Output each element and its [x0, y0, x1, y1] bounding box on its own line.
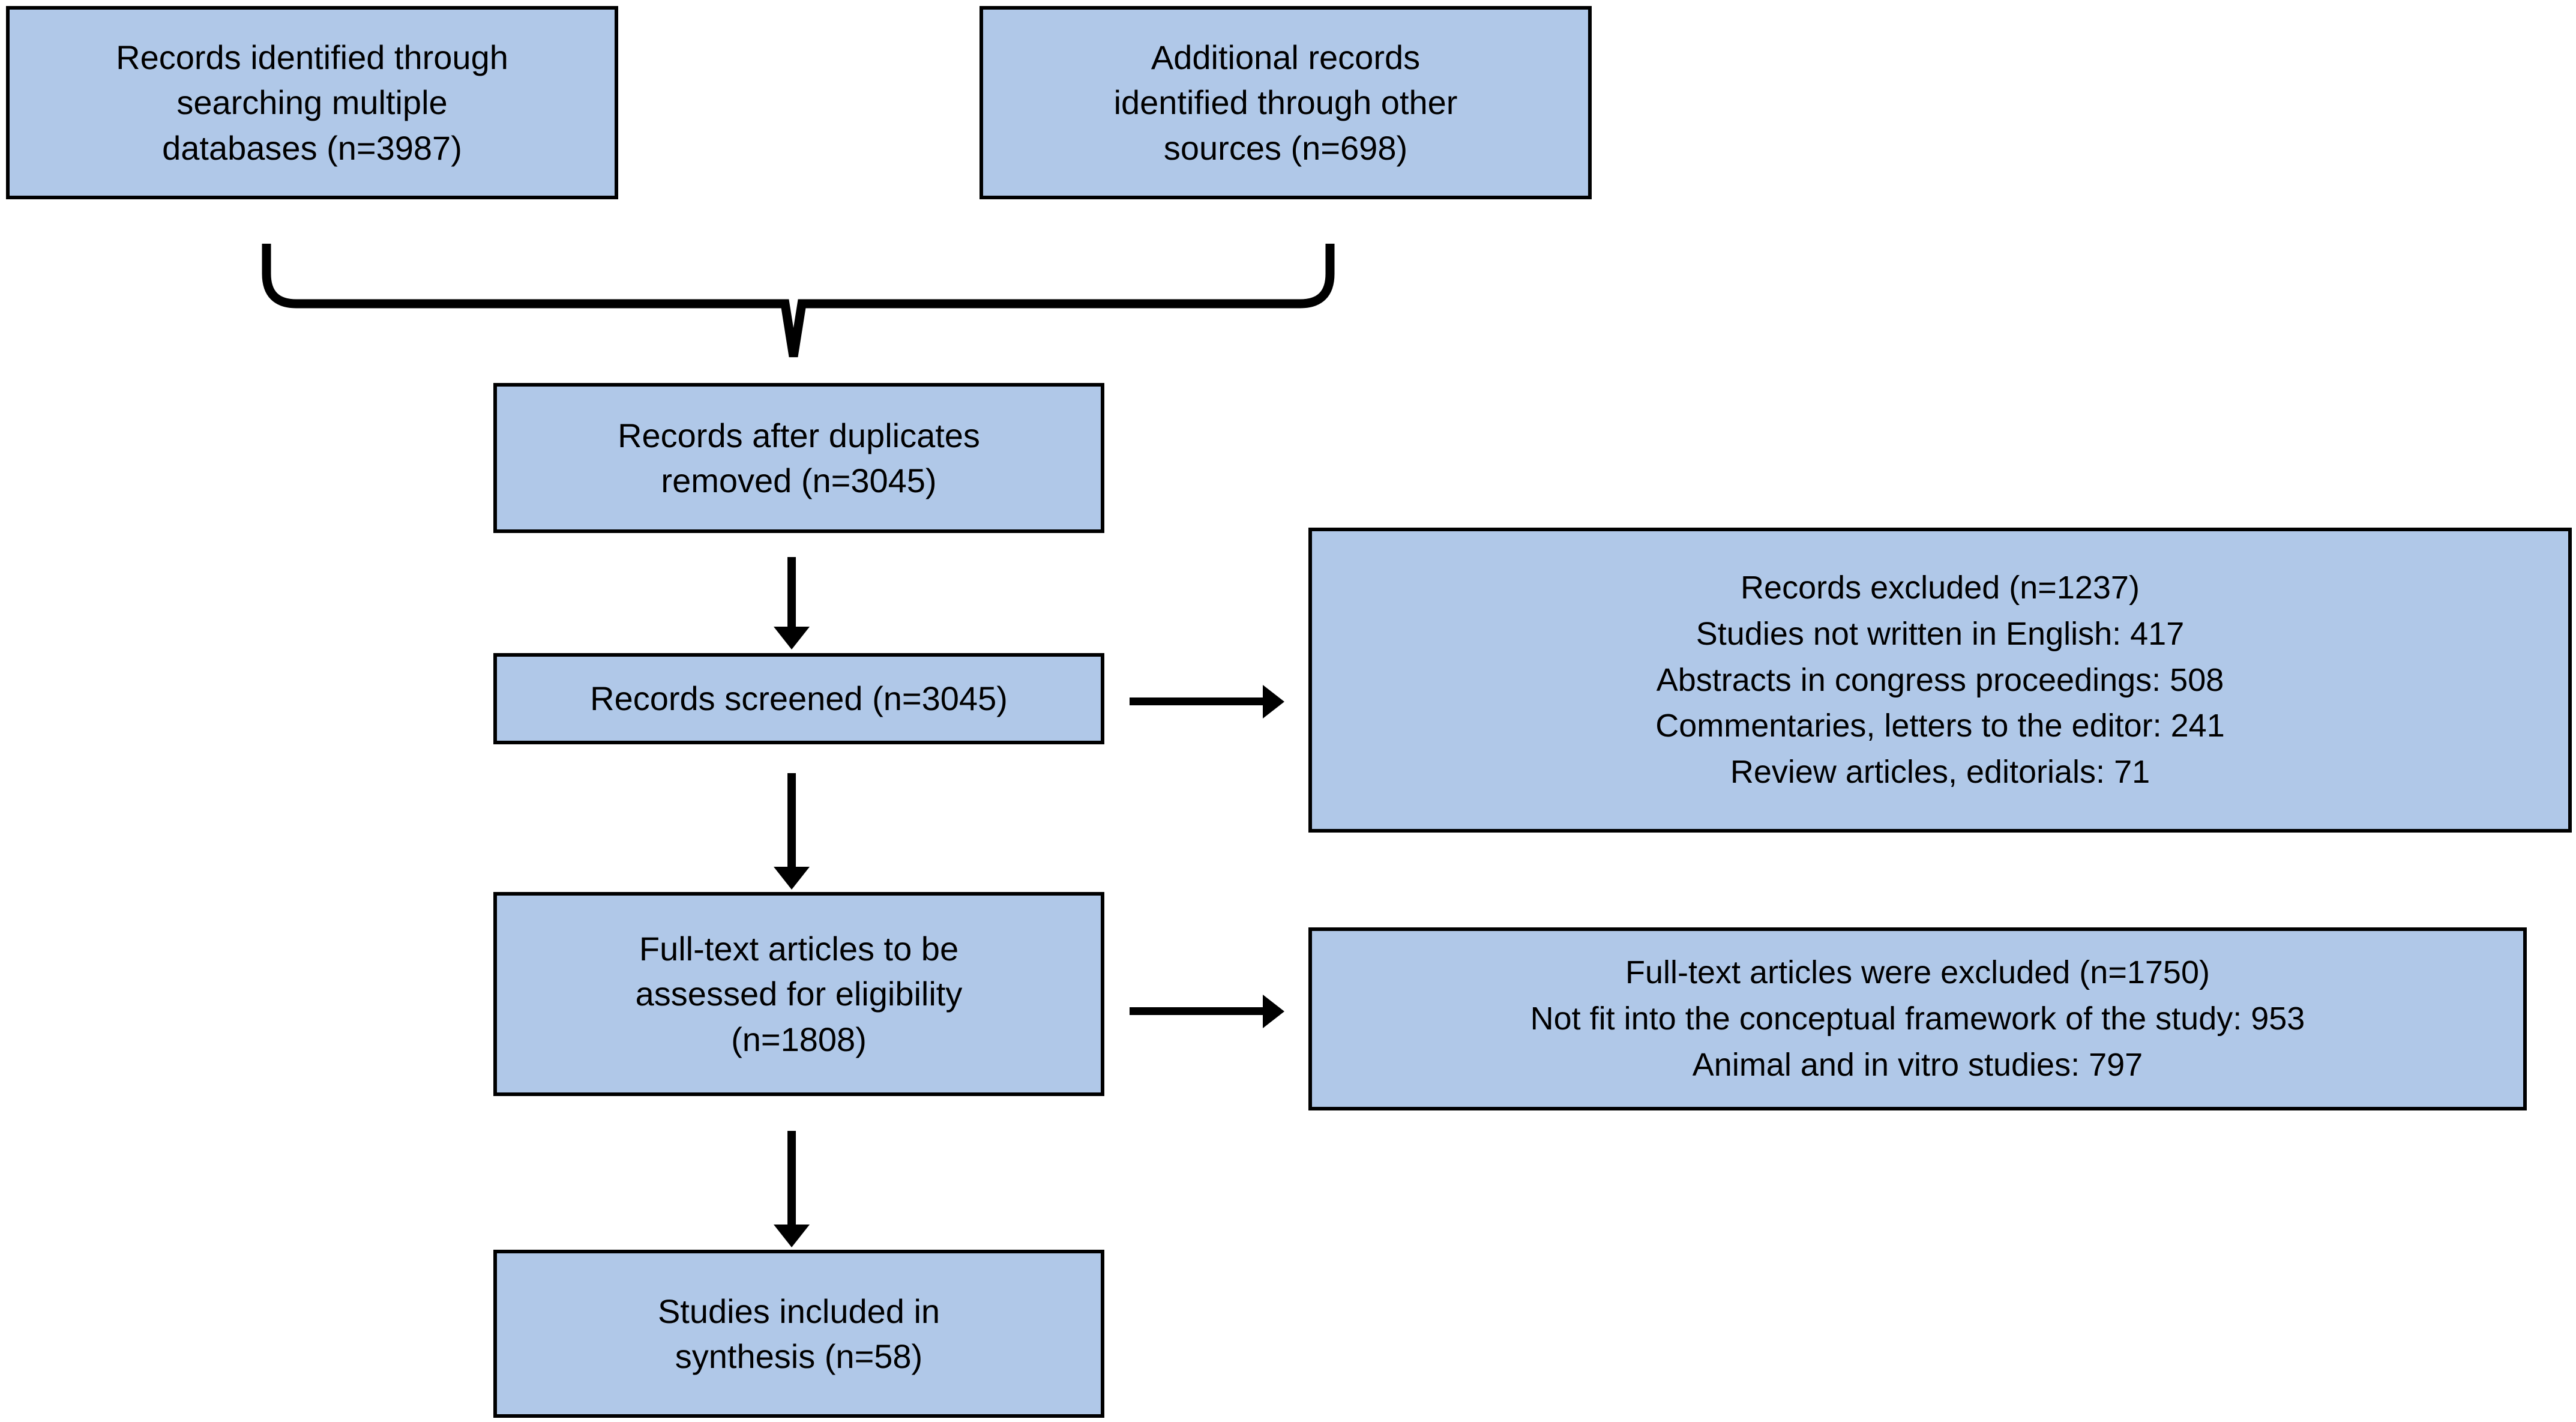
box-line: assessed for eligibility: [635, 975, 963, 1013]
box-additional-records-other-sources: Additional records identified through ot…: [980, 6, 1592, 199]
box-records-after-duplicates-removed: Records after duplicates removed (n=3045…: [493, 383, 1104, 533]
merge-brace-connector: [262, 244, 1335, 358]
arrow-duplicates-to-screened: [787, 557, 796, 628]
box-line: removed (n=3045): [661, 462, 937, 499]
box-records-excluded: Records excluded (n=1237) Studies not wr…: [1308, 528, 2572, 833]
box-line: databases (n=3987): [162, 128, 462, 167]
box-line: Review articles, editorials: 71: [1730, 754, 2150, 790]
box-line: Records screened (n=3045): [590, 679, 1008, 718]
box-line: Records excluded (n=1237): [1741, 570, 2140, 606]
box-line: Full-text articles to be: [639, 930, 959, 968]
box-line: identified through other: [1113, 83, 1458, 122]
arrow-fulltext-to-fulltext-excluded: [1130, 1007, 1264, 1015]
box-fulltext-articles-excluded: Full-text articles were excluded (n=1750…: [1308, 927, 2527, 1110]
box-fulltext-articles-assessed: Full-text articles to be assessed for el…: [493, 892, 1104, 1096]
box-line: synthesis (n=58): [675, 1337, 923, 1375]
arrow-fulltext-to-included: [787, 1131, 796, 1226]
box-line: Not fit into the conceptual framework of…: [1530, 1001, 2305, 1037]
box-line: sources (n=698): [1163, 128, 1408, 167]
box-line: Additional records: [1151, 38, 1421, 77]
box-records-identified-databases: Records identified through searching mul…: [6, 6, 618, 199]
box-line: Commentaries, letters to the editor: 241: [1655, 708, 2225, 744]
box-line: (n=1808): [731, 1020, 867, 1058]
box-line: Full-text articles were excluded (n=1750…: [1625, 954, 2210, 991]
box-line: Records identified through: [116, 38, 508, 77]
arrow-screened-to-fulltext: [787, 773, 796, 868]
box-line: Records after duplicates: [618, 416, 980, 454]
box-line: Animal and in vitro studies: 797: [1692, 1046, 2143, 1083]
box-line: Studies not written in English: 417: [1696, 615, 2185, 652]
box-line: Studies included in: [657, 1292, 940, 1330]
box-records-screened: Records screened (n=3045): [493, 653, 1104, 744]
box-line: searching multiple: [176, 83, 448, 122]
box-studies-included-synthesis: Studies included in synthesis (n=58): [493, 1250, 1104, 1418]
arrow-screened-to-records-excluded: [1130, 697, 1264, 705]
box-line: Abstracts in congress proceedings: 508: [1656, 661, 2224, 698]
